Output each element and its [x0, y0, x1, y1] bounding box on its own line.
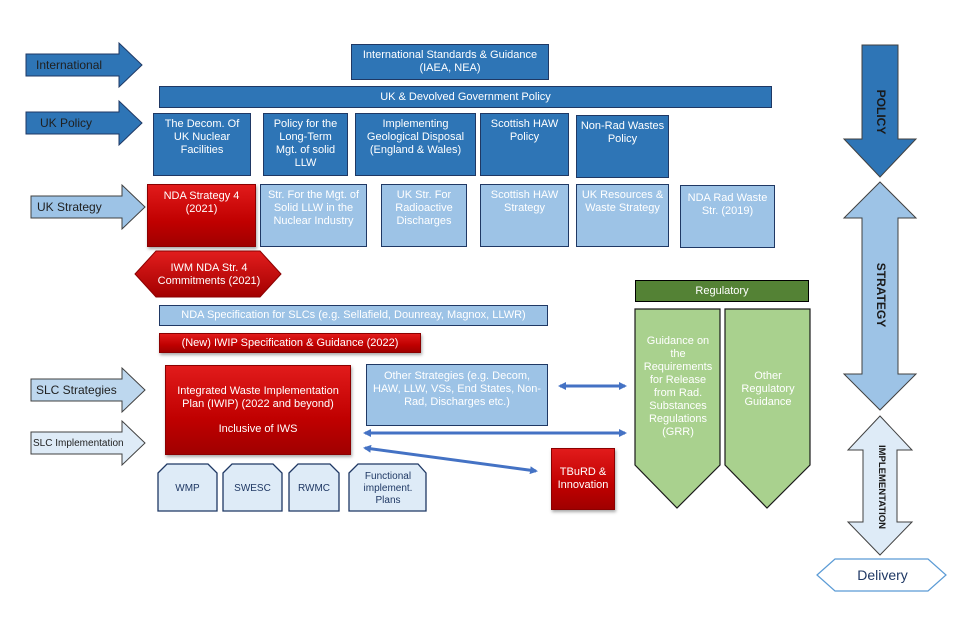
nda-strategy-box: NDA Strategy 4 (2021): [147, 184, 256, 247]
international-arrow: [25, 41, 143, 89]
strategy-box-solid-llw: Str. For the Mgt. of Solid LLW in the Nu…: [260, 184, 367, 247]
international-label: International: [36, 58, 103, 72]
other-regulatory-guidance-text: Other Regulatory Guidance: [741, 370, 795, 408]
policy-box-non-rad: Non-Rad Wastes Policy: [576, 115, 669, 178]
iwm-commitments-shape: [134, 250, 282, 298]
international-standards-line2: (IAEA, NEA): [419, 62, 481, 74]
international-standards-box: International Standards & Guidance (IAEA…: [351, 44, 549, 80]
iwm-commitments-text: IWM NDA Str. 4 Commitments (2021): [157, 262, 261, 287]
tburd-box: TBuRD & Innovation: [551, 448, 615, 510]
strategy-box-discharges: UK Str. For Radioactive Discharges: [381, 184, 467, 247]
plan-rwmc: RWMC: [297, 483, 331, 494]
implementation-arrow: [846, 415, 914, 556]
policy-box-decom: The Decom. Of UK Nuclear Facilities: [153, 113, 251, 176]
slc-implementation-label: SLC Implementation: [33, 438, 124, 449]
implementation-plans-shapes: [157, 463, 427, 512]
uk-strategy-label: UK Strategy: [37, 200, 102, 214]
iwip-subtitle: Inclusive of IWS: [218, 422, 298, 435]
nda-specification-bar: NDA Specification for SLCs (e.g. Sellafi…: [159, 305, 548, 326]
iwip-box: Integrated Waste Implementation Plan (IW…: [165, 365, 351, 455]
regulatory-header: Regulatory: [635, 280, 809, 302]
strategy-label: STRATEGY: [874, 262, 888, 328]
international-standards-line1: International Standards & Guidance: [362, 49, 538, 61]
other-strategies-box: Other Strategies (e.g. Decom, HAW, LLW, …: [366, 364, 548, 426]
plan-swesc: SWESC: [234, 483, 271, 494]
plan-wmp: WMP: [175, 483, 200, 494]
strategy-box-resources-waste: UK Resources & Waste Strategy: [576, 184, 669, 247]
delivery-label: Delivery: [857, 566, 908, 583]
slc-strategies-arrow: [30, 366, 146, 414]
strategy-arrow: [842, 181, 918, 411]
policy-label: POLICY: [874, 89, 888, 135]
strategy-box-nda-rad-waste: NDA Rad Waste Str. (2019): [680, 185, 775, 248]
policy-arrow: [842, 44, 918, 178]
uk-gov-policy-bar: UK & Devolved Government Policy: [159, 86, 772, 108]
plan-functional: Functional implement. Plans: [363, 470, 413, 506]
iwip-title: Integrated Waste Implementation Plan (IW…: [177, 384, 339, 410]
right-column-arrows: [842, 44, 918, 556]
policy-box-geological-disposal: Implementing Geological Disposal (Englan…: [355, 113, 476, 176]
uk-policy-arrow: [25, 99, 143, 147]
uk-strategy-arrow: [30, 183, 146, 231]
grr-guidance-text: Guidance on the Requirements for Release…: [643, 335, 713, 438]
regulatory-chevrons: [634, 308, 811, 509]
iwip-specification-bar: (New) IWIP Specification & Guidance (202…: [159, 333, 421, 353]
policy-box-llw: Policy for the Long-Term Mgt. of solid L…: [263, 113, 348, 176]
policy-box-scottish-haw: Scottish HAW Policy: [480, 113, 569, 176]
slc-implementation-arrow: [30, 419, 146, 467]
uk-policy-label: UK Policy: [40, 116, 93, 130]
strategy-box-scottish-haw: Scottish HAW Strategy: [480, 184, 569, 247]
delivery-hexagon: [816, 558, 947, 592]
implementation-label: IMPLEMENTATION: [876, 444, 887, 530]
slc-strategies-label: SLC Strategies: [36, 383, 117, 397]
